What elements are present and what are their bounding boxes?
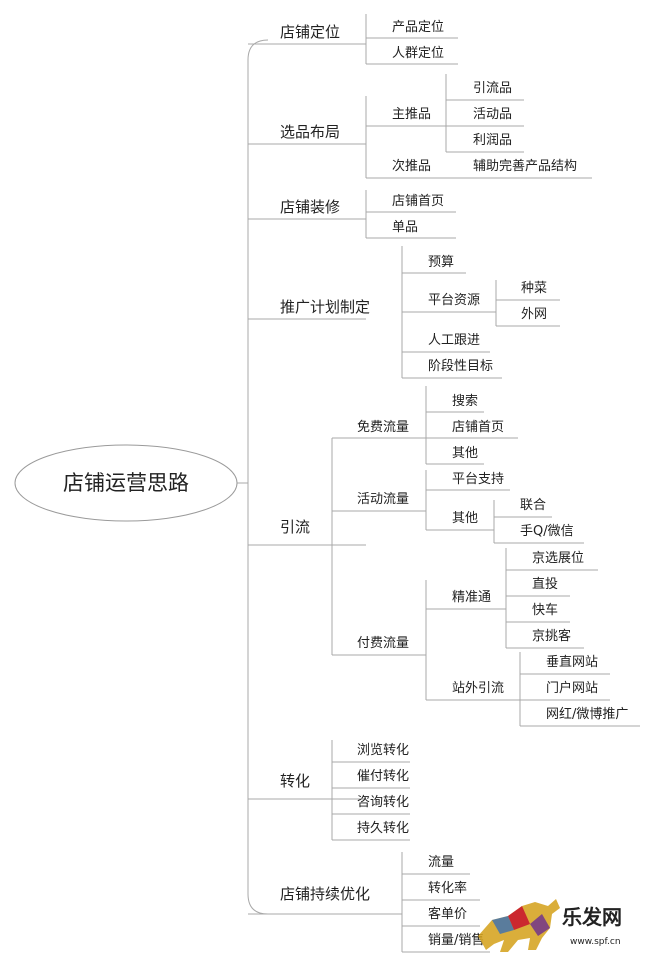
node-manual-follow-up: 人工跟进 — [428, 333, 480, 348]
branch-conversion: 转化 — [280, 772, 310, 790]
node-vertical-sites: 垂直网站 — [546, 655, 598, 670]
watermark-logo: 乐发网 www.spf.cn — [478, 899, 622, 952]
watermark-url: www.spf.cn — [570, 937, 621, 947]
bull-logo-accent — [508, 906, 530, 930]
watermark-text: 乐发网 — [562, 905, 622, 929]
bull-logo-accent-2 — [492, 916, 514, 934]
trunk-line — [247, 39, 269, 915]
node-avg-order-value: 客单价 — [428, 906, 467, 922]
connector-lines — [237, 14, 640, 953]
node-audience-positioning: 人群定位 — [392, 46, 444, 61]
branch-shop-positioning: 店铺定位 — [280, 23, 340, 41]
node-event-products: 活动品 — [473, 107, 512, 122]
node-express: 快车 — [532, 602, 558, 618]
node-product-positioning: 产品定位 — [392, 20, 444, 35]
node-qq-wechat: 手Q/微信 — [520, 524, 574, 539]
node-browse-conversion: 浏览转化 — [357, 742, 409, 758]
node-event-traffic: 活动流量 — [357, 492, 409, 507]
node-jingtiaoke: 京挑客 — [532, 628, 571, 644]
node-paid-traffic: 付费流量 — [357, 636, 409, 651]
node-traffic-products: 引流品 — [473, 81, 512, 96]
node-free-traffic: 免费流量 — [357, 420, 409, 435]
node-shop-homepage-traffic: 店铺首页 — [452, 420, 504, 435]
node-conversion-rate: 转化率 — [428, 880, 467, 896]
bull-logo-accent-3 — [530, 914, 550, 936]
node-budget: 预算 — [428, 255, 454, 270]
node-external-net: 外网 — [521, 307, 547, 322]
node-shop-homepage: 店铺首页 — [392, 194, 444, 209]
node-jingxuan-booth: 京选展位 — [532, 551, 584, 566]
node-direct-placement: 直投 — [532, 576, 558, 592]
node-platform-resources: 平台资源 — [428, 293, 480, 308]
branch-product-layout: 选品布局 — [280, 123, 340, 141]
node-main-products: 主推品 — [392, 107, 431, 122]
node-consult-conversion: 咨询转化 — [357, 795, 409, 810]
node-joint: 联合 — [520, 498, 546, 513]
branch-promotion-plan: 推广计划制定 — [280, 298, 370, 316]
node-single-product: 单品 — [392, 220, 418, 235]
node-offsite-traffic: 站外引流 — [452, 681, 504, 696]
branch-traffic: 引流 — [280, 518, 310, 536]
node-secondary-products: 次推品 — [392, 158, 431, 174]
center-node — [14, 444, 238, 522]
branch-shop-decoration: 店铺装修 — [280, 198, 340, 216]
node-payment-reminder: 催付转化 — [357, 769, 409, 784]
node-platform-support: 平台支持 — [452, 472, 504, 487]
node-seeding: 种菜 — [521, 281, 547, 296]
node-search: 搜索 — [452, 394, 478, 409]
branch-continuous-optimization: 店铺持续优化 — [280, 885, 370, 903]
center-label: 店铺运营思路 — [63, 471, 189, 495]
node-influencer-weibo: 网红/微博推广 — [546, 706, 628, 722]
node-other-event: 其他 — [452, 511, 478, 526]
node-lasting-conversion: 持久转化 — [357, 821, 409, 836]
node-stage-goals: 阶段性目标 — [428, 359, 493, 374]
node-sales-volume: 销量/销售 — [428, 932, 484, 948]
node-traffic-volume: 流量 — [428, 855, 454, 870]
node-profit-products: 利润品 — [473, 133, 512, 148]
node-product-structure: 辅助完善产品结构 — [473, 158, 577, 174]
node-other-free: 其他 — [452, 446, 478, 461]
node-jingzhuntong: 精准通 — [452, 590, 491, 605]
node-portal-sites: 门户网站 — [546, 680, 598, 696]
